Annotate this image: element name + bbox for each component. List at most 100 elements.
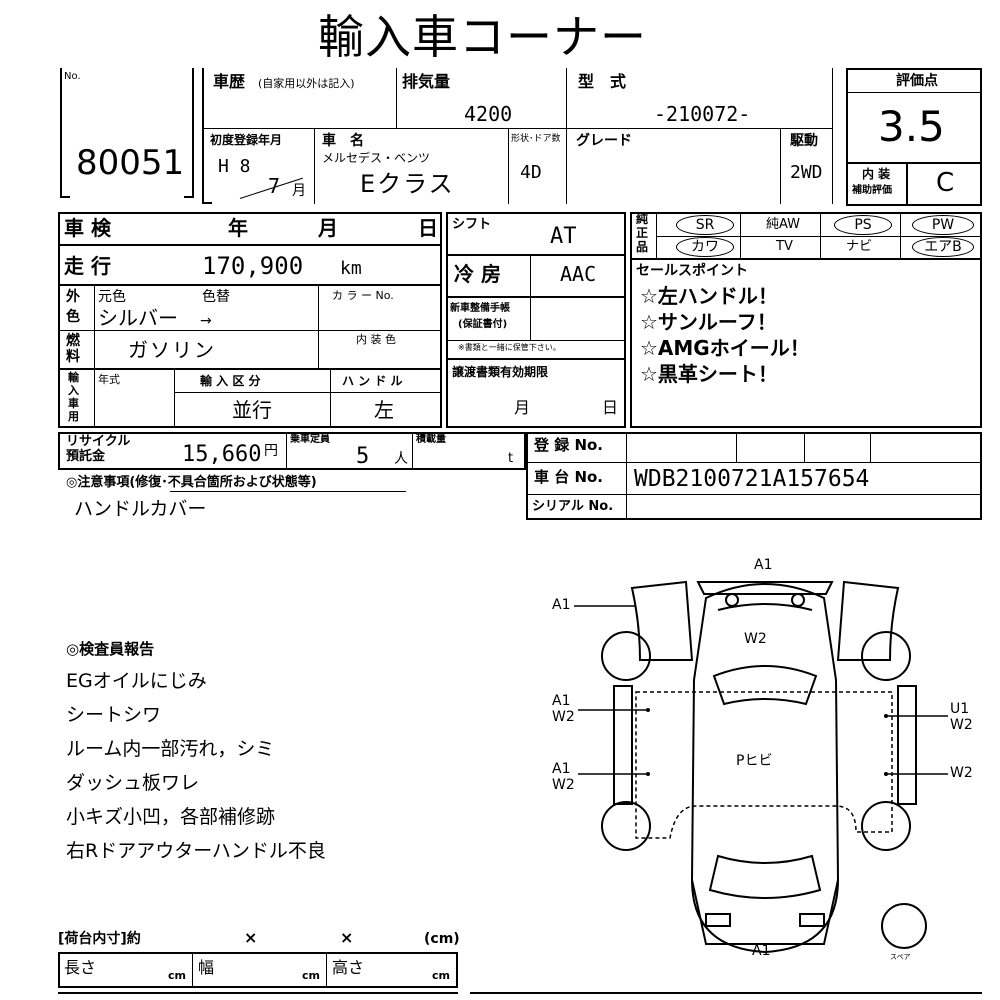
cargo-height: 高さ [332,958,365,977]
cargo-length-cm: cm [168,969,186,982]
registration-label: 登 録 No. [534,436,604,454]
equipment-aw: 純AW [766,217,801,232]
service-book-label-2: (保証書付) [458,319,508,330]
ac-value: AAC [560,262,597,286]
diagram-front: A1 [754,557,773,573]
transfer-docs-month: 月 [514,398,531,417]
diagram-rear: A1 [752,943,771,959]
load-unit: t [508,451,514,466]
sales-point-2: ☆サンルーフ！ [640,310,777,334]
inspection-year: 年 [228,216,248,240]
transfer-docs-label: 譲渡書類有効期限 [452,365,549,379]
cargo-width: 幅 [198,958,215,977]
diagram-left-rear-door-2: W2 [552,777,575,793]
equipment-pw: PW [912,215,974,235]
mileage-unit: km [340,258,362,279]
car-name-label: 車 名 [322,133,364,149]
drive-value: 2WD [790,162,823,183]
no-label: No. [64,71,81,82]
inspector-item-5: 小キズ小凹，各部補修跡 [66,806,276,828]
cargo-height-cm: cm [432,969,450,982]
capacity-value: 5 [356,444,370,469]
displacement-label: 排気量 [402,72,451,91]
model-type-value: -210072- [654,102,751,126]
equipment-sr: SR [676,215,734,235]
diagram-left-front-fender: A1 [552,597,571,613]
shift-label: シフト [452,217,492,232]
diagram-right-front-door-2: W2 [950,717,973,733]
inspector-report-label: ◎検査員報告 [66,640,155,658]
notes-value: ハンドルカバー [74,498,207,520]
import-side-2: 入 [68,384,79,397]
diagram-left-rear-door-1: A1 [552,761,571,777]
rating-value: 3.5 [878,102,945,151]
first-reg-label: 初度登録年月 [210,133,283,147]
sales-point-3: ☆AMGホイール！ [640,336,810,360]
diagram-roof: Pヒビ [736,753,773,769]
inspection-label: 車 検 [64,216,111,240]
handle-label: ハ ン ド ル [342,374,403,388]
interior-rating-label-1: 内 装 [862,167,891,181]
interior-color-label: 内 装 色 [356,333,396,346]
equipment-label-1: 純 [636,212,649,226]
cargo-x1: × [244,928,258,947]
cargo-x2: × [340,928,354,947]
inspection-day: 日 [418,216,438,240]
diagram-left-front-door-2: W2 [552,709,575,725]
grade-label: グレード [576,133,632,149]
shift-value: AT [550,224,577,249]
fuel-value: ガソリン [128,338,216,362]
recycle-value: 15,660 [182,442,262,467]
recycle-label-1: リサイクル [66,434,131,449]
page-title: 輸入車コーナー [318,10,647,64]
sales-point-4: ☆黒革シート！ [640,362,778,386]
service-book-label-1: 新車整備手帳 [450,303,510,314]
inspector-item-6: 右Rドアアウターハンドル不良 [66,840,326,862]
notes-label: ◎注意事項(修復･不具合箇所および状態等) [66,475,317,490]
recycle-unit: 円 [264,443,278,459]
import-class-value: 並行 [232,398,272,422]
color-code-label: カ ラ ー No. [332,289,394,302]
sales-point-1: ☆左ハンドル！ [640,284,778,308]
cargo-width-cm: cm [302,969,320,982]
recycle-label-2: 預託金 [66,449,106,464]
drive-label: 駆動 [790,133,818,149]
chassis-label: 車 台 No. [534,468,604,486]
color-value: シルバー [98,306,178,330]
handle-value: 左 [374,398,394,422]
service-book-note: ※書類と一緒に保管下さい。 [458,343,561,352]
interior-rating-value: C [936,168,955,198]
equipment-label-2: 正 [636,226,649,240]
color-side-1: 外 [66,289,80,305]
color-side-2: 色 [66,309,80,325]
displacement-value: 4200 [464,102,513,126]
diagram-left-front-door-1: A1 [552,693,571,709]
cargo-label: [荷台内寸]約 [58,931,141,947]
equipment-ps: PS [834,215,892,235]
inspector-item-2: シートシワ [66,704,162,726]
lot-number: 80051 [76,143,185,183]
color-original-label: 元色 [98,289,126,305]
color-arrow: → [200,313,212,329]
inspector-item-4: ダッシュ板ワレ [66,772,200,794]
ac-label: 冷 房 [454,262,501,286]
sales-points-label: セールスポイント [636,263,748,279]
diagram-right-rear-door: W2 [950,765,973,781]
rating-label: 評価点 [896,73,938,89]
first-reg-era: H 8 [218,156,251,177]
body-doors-value: 4D [520,162,542,183]
import-side-1: 輸 [68,371,79,384]
capacity-label: 乗車定員 [290,434,330,445]
import-class-label: 輸 入 区 分 [200,374,261,388]
capacity-unit: 人 [394,451,408,467]
model-type-label: 型 式 [578,72,627,91]
mileage-label: 走 行 [64,254,111,278]
import-side-3: 車 [68,397,79,410]
fuel-side-1: 燃 [66,333,80,349]
color-change-label: 色替 [202,289,230,305]
equipment-label-3: 品 [636,240,649,254]
history-label: 車歴 [213,72,246,91]
transfer-docs-day: 日 [602,398,619,417]
fuel-side-2: 料 [66,349,80,365]
diagram-right-front-door-1: U1 [950,701,970,717]
